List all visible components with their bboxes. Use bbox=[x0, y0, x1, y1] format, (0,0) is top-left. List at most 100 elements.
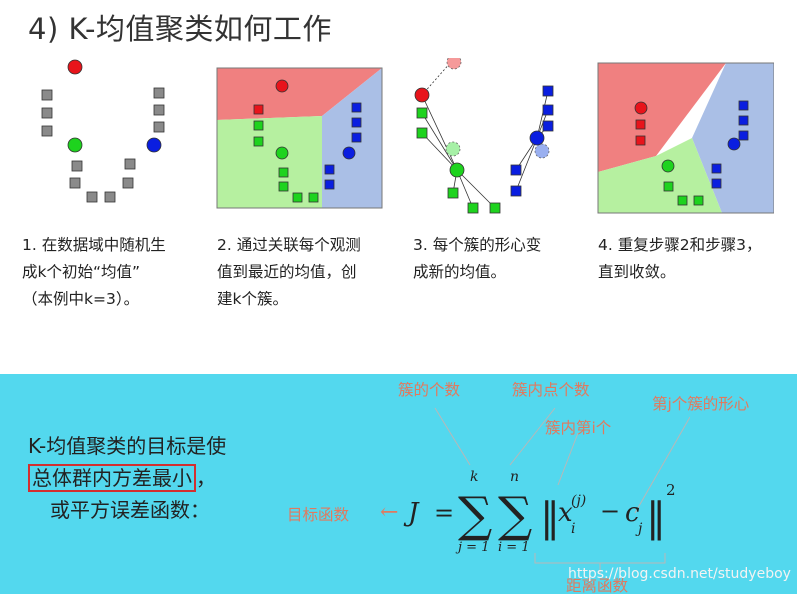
blue-point bbox=[711, 178, 722, 189]
label-points-in-cluster: 簇内点个数 bbox=[512, 381, 590, 399]
green-point bbox=[693, 195, 704, 206]
gray-point bbox=[153, 87, 165, 99]
caption-line: 成新的均值。 bbox=[413, 263, 507, 281]
sum-upper-n: n bbox=[510, 469, 519, 485]
red-mean bbox=[634, 101, 648, 115]
green-point bbox=[467, 202, 479, 214]
x-variable: x bbox=[558, 498, 573, 528]
blue-point bbox=[738, 130, 749, 141]
caption-line: 2. 通过关联每个观测 bbox=[217, 236, 361, 254]
gray-point bbox=[71, 160, 83, 172]
green-mean bbox=[661, 159, 675, 173]
old-red-mean bbox=[446, 58, 462, 70]
green-point bbox=[677, 195, 688, 206]
caption-line: 直到收敛。 bbox=[598, 263, 676, 281]
sum-symbol: ∑ bbox=[498, 487, 532, 543]
blue-point bbox=[351, 102, 362, 113]
blue-point bbox=[351, 117, 362, 128]
gray-point bbox=[41, 125, 53, 137]
green-point bbox=[292, 192, 303, 203]
step4-caption: 4. 重复步骤2和步骤3， 直到收敛。 bbox=[598, 232, 793, 286]
sum-lower-j: j = 1 bbox=[455, 540, 489, 555]
norm-right: ‖ bbox=[646, 495, 666, 541]
red-point bbox=[635, 119, 646, 130]
green-mean bbox=[67, 137, 83, 153]
blue-mean bbox=[529, 130, 545, 146]
step4-diagram bbox=[597, 62, 774, 214]
sum-symbol: ∑ bbox=[458, 487, 492, 543]
distance-bracket bbox=[534, 553, 666, 564]
step3-diagram bbox=[414, 58, 554, 214]
J-symbol: J bbox=[403, 498, 420, 528]
blue-point bbox=[510, 164, 522, 176]
step1-diagram bbox=[41, 59, 165, 203]
sum-lower-i: i = 1 bbox=[498, 540, 530, 555]
x-superscript: (j) bbox=[571, 493, 586, 509]
blue-point bbox=[738, 115, 749, 126]
pointer-line bbox=[509, 407, 556, 466]
gray-point bbox=[69, 177, 81, 189]
green-region bbox=[217, 116, 322, 208]
red-point bbox=[635, 135, 646, 146]
old-blue-mean bbox=[534, 143, 550, 159]
caption-line: 1. 在数据域中随机生 bbox=[22, 236, 166, 254]
gray-point bbox=[124, 158, 136, 170]
blue-point bbox=[542, 120, 554, 132]
caption-line: 4. 重复步骤2和步骤3， bbox=[598, 236, 762, 254]
green-point bbox=[253, 120, 264, 131]
goal-text: K-均值聚类的目标是使 总体群内方差最小， 或平方误差函数： bbox=[28, 430, 226, 526]
blue-point bbox=[324, 179, 335, 190]
gray-point bbox=[41, 107, 53, 119]
red-region bbox=[598, 63, 726, 172]
label-objective: 目标函数 bbox=[287, 506, 350, 524]
step1-caption: 1. 在数据域中随机生 成k个初始“均值” （本例中k=3）。 bbox=[22, 232, 202, 313]
blue-point bbox=[542, 104, 554, 116]
green-point bbox=[253, 136, 264, 147]
blue-point bbox=[324, 164, 335, 175]
pointer-line bbox=[557, 432, 579, 486]
arrow-symbol: ← bbox=[380, 500, 398, 525]
green-mean bbox=[449, 162, 465, 178]
caption-line: （本例中k=3）。 bbox=[22, 290, 140, 308]
green-point bbox=[447, 187, 459, 199]
blue-mean bbox=[342, 146, 356, 160]
red-mean bbox=[414, 87, 430, 103]
caption-line: 建k个簇。 bbox=[217, 290, 288, 308]
green-point bbox=[489, 202, 501, 214]
gray-point bbox=[86, 191, 98, 203]
blue-point bbox=[351, 132, 362, 143]
red-mean bbox=[67, 59, 83, 75]
red-mean bbox=[275, 79, 289, 93]
label-centroid-j: 第j个簇的形心 bbox=[652, 395, 750, 413]
c-variable: c bbox=[625, 498, 640, 528]
gray-point bbox=[41, 89, 53, 101]
green-point bbox=[663, 181, 674, 192]
caption-line: 成k个初始“均值” bbox=[22, 263, 141, 281]
equals-sign: = bbox=[434, 499, 454, 527]
goal-comma: ， bbox=[196, 466, 216, 490]
blue-point bbox=[542, 85, 554, 97]
blue-mean bbox=[146, 137, 162, 153]
exponent: 2 bbox=[666, 481, 676, 499]
pointer-line bbox=[434, 407, 471, 466]
green-mean bbox=[275, 146, 289, 160]
step2-diagram bbox=[216, 67, 383, 209]
c-subscript: j bbox=[635, 521, 643, 537]
label-distance: 距离函数 bbox=[566, 577, 629, 595]
blue-point bbox=[510, 185, 522, 197]
gray-point bbox=[153, 104, 165, 116]
minus-sign: − bbox=[600, 497, 620, 525]
objective-formula: ← J = ∑ k j = 1 ∑ n i = 1 ‖ x (j) i − c … bbox=[380, 407, 690, 573]
green-point bbox=[308, 192, 319, 203]
sum-upper-k: k bbox=[470, 469, 478, 485]
x-subscript: i bbox=[571, 521, 575, 537]
gray-point bbox=[122, 177, 134, 189]
gray-point bbox=[104, 191, 116, 203]
page-title: 4) K-均值聚类如何工作 bbox=[28, 12, 332, 46]
green-region bbox=[598, 138, 722, 213]
green-point bbox=[278, 167, 289, 178]
blue-point bbox=[711, 163, 722, 174]
objective-band bbox=[0, 374, 797, 594]
green-point bbox=[278, 181, 289, 192]
old-green-mean bbox=[445, 141, 461, 157]
